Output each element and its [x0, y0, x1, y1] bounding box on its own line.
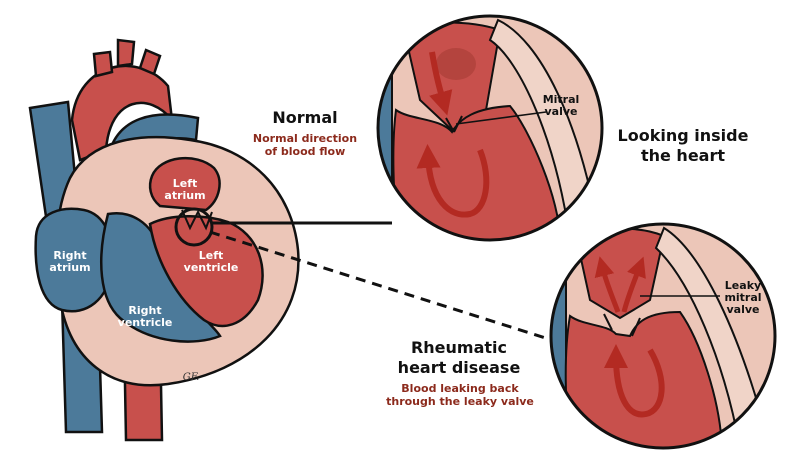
aorta-branch-3 [138, 48, 162, 76]
arrow-normal-loop [416, 144, 490, 218]
arrow-leak-left [594, 256, 621, 313]
heart-illustration [28, 38, 300, 442]
disease-title: Rheumatic heart disease [397, 338, 521, 377]
normal-subtitle: Normal direction of blood flow [252, 132, 358, 158]
label-right-atrium: Right atrium [49, 249, 91, 274]
aorta-branch-2 [116, 38, 136, 68]
mitral-valve-pointer [455, 111, 547, 125]
connector-disease [209, 230, 553, 342]
arrow-disease-loop [604, 344, 665, 418]
zoom-normal [376, 14, 604, 242]
label-left-ventricle: Left ventricle [183, 249, 239, 274]
arrow-normal-down [429, 51, 453, 116]
heart-mitral-valve [181, 209, 213, 231]
artist-signature: GF. [182, 372, 200, 383]
disease-subtitle: Blood leaking back through the leaky val… [386, 382, 534, 408]
zoom-disease [549, 222, 777, 450]
looking-inside-title: Looking inside the heart [617, 126, 749, 165]
leaky-valve-label: Leaky mitral valve [724, 279, 762, 316]
magnifier-circle [174, 207, 214, 247]
left-ventricle-chamber [148, 215, 264, 328]
label-right-ventricle: Right ventricle [117, 304, 173, 329]
label-left-atrium: Left atrium [164, 177, 206, 202]
arrow-leak-right [621, 256, 646, 313]
normal-title: Normal [272, 108, 338, 127]
aorta-branch-1 [92, 50, 114, 78]
left-atrium-chamber [148, 156, 221, 212]
mitral-valve-label: Mitral valve [542, 93, 580, 118]
